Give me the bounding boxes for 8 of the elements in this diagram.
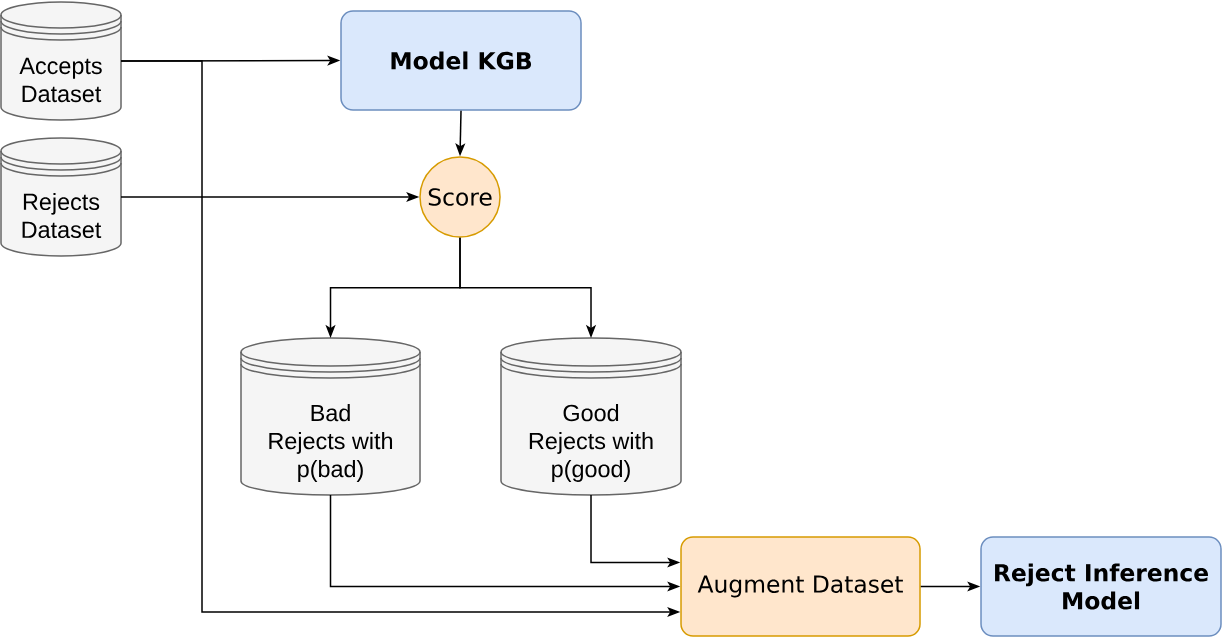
database-cylinder: Accepts Dataset (0, 1, 122, 121)
database-cylinder: Bad Rejects with p(bad) (240, 337, 421, 496)
circle-node: Score (419, 156, 501, 238)
process-box: Model KGB (340, 10, 582, 111)
process-box: Augment Dataset (680, 536, 921, 637)
database-cylinder: Good Rejects with p(good) (500, 337, 682, 496)
process-box: Reject Inference Model (980, 536, 1222, 637)
database-cylinder: Rejects Dataset (0, 137, 122, 257)
